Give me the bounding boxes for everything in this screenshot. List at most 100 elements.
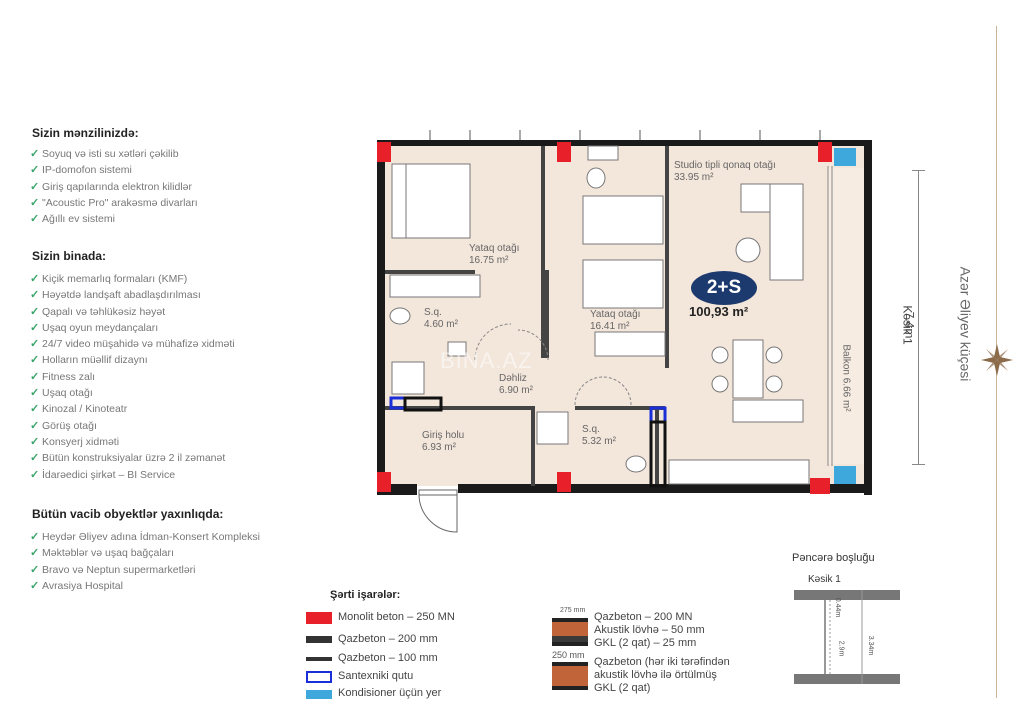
- building_features-item: ✓Kiçik memarlıq formaları (KMF): [30, 271, 235, 287]
- window-dim-2: 2.9m: [837, 640, 845, 657]
- check-icon: ✓: [30, 289, 40, 302]
- outer-walls: [377, 140, 872, 495]
- building_features-item: ✓Həyətdə landşaft abadlaşdırılması: [30, 287, 235, 303]
- apartment_features-item: ✓Soyuq və isti su xətləri çəkilib: [30, 146, 198, 162]
- check-icon: ✓: [30, 419, 40, 432]
- section-mark-label: Kəsik 1: [900, 305, 915, 345]
- legend-label-ac: Kondisioner üçün yer: [338, 687, 442, 699]
- legend-swatch-gasbeton-100: [306, 657, 332, 661]
- check-icon: ✓: [30, 452, 40, 465]
- check-icon: ✓: [30, 164, 40, 177]
- check-icon: ✓: [30, 531, 40, 543]
- check-icon: ✓: [30, 305, 40, 318]
- building_features-item-label: Fitness zalı: [42, 370, 96, 383]
- building_features-item-label: Kinozal / Kinoteatr: [42, 403, 128, 416]
- building_features-item-label: Qapalı və təhlükəsiz həyət: [42, 305, 166, 318]
- building_features-item-label: Həyətdə landşaft abadlaşdırılması: [42, 289, 201, 302]
- nearby-item-label: Avrasiya Hospital: [42, 579, 123, 592]
- apartment_features-item: ✓Ağıllı ev sistemi: [30, 211, 198, 227]
- check-icon: ✓: [30, 547, 40, 560]
- inner-walls: [385, 146, 669, 486]
- street-name: Azər Əliyev küçəsi: [957, 266, 974, 382]
- building-features-list: ✓Kiçik memarlıq formaları (KMF)✓Həyətdə …: [30, 271, 235, 483]
- building-features-title: Sizin binada:: [32, 249, 107, 263]
- check-icon: ✓: [30, 387, 40, 400]
- window-dim-3: 3.34m: [867, 635, 875, 656]
- door-swings: [474, 323, 632, 406]
- balcony-floor: [828, 168, 864, 464]
- check-icon: ✓: [30, 370, 40, 383]
- building_features-item: ✓İdarəedici şirkət – BI Service: [30, 467, 235, 483]
- check-icon: ✓: [30, 403, 40, 416]
- entrance-door: [418, 489, 458, 533]
- window-section-label: Kəsik 1: [808, 574, 841, 585]
- nearby-item-label: Məktəblər və uşaq bağçaları: [42, 547, 174, 560]
- check-icon: ✓: [30, 563, 40, 576]
- legend-label-santexnika: Santexniki qutu: [338, 670, 414, 682]
- building_features-item: ✓Uşaq otağı: [30, 385, 235, 401]
- building_features-item: ✓Qapalı və təhlükəsiz həyət: [30, 304, 235, 320]
- apartment_features-item: ✓IP-domofon sistemi: [30, 162, 198, 178]
- nearby-item-label: Heydər Əliyev adına İdman-Konsert Komple…: [42, 531, 260, 543]
- building_features-item: ✓Fitness zalı: [30, 369, 235, 385]
- nearby-item: ✓Heydər Əliyev adına İdman-Konsert Kompl…: [30, 529, 260, 545]
- total-area: 100,93 m²: [689, 304, 749, 319]
- apartment-type-badge: 2+S: [691, 271, 757, 305]
- building_features-item-label: Bütün konstruksiyalar üzrə 2 il zəmanət: [42, 452, 226, 465]
- nearby-item: ✓Bravo və Neptun supermarketləri: [30, 562, 260, 578]
- apartment-features-list: ✓Soyuq və isti su xətləri çəkilib✓IP-dom…: [30, 146, 198, 227]
- wall-type-2-swatch: [552, 662, 588, 690]
- legend-swatch-santexnika: [306, 671, 332, 683]
- building_features-item-label: 24/7 video müşahidə və mühafizə xidməti: [42, 338, 235, 351]
- apartment_features-item: ✓Giriş qapılarında elektron kilidlər: [30, 179, 198, 195]
- room-label-balcony: Balkon 6.66 m²: [840, 344, 852, 412]
- check-icon: ✓: [30, 435, 40, 448]
- wall-type-1-swatch: [552, 618, 588, 646]
- apartment_features-item-label: Ağıllı ev sistemi: [42, 213, 115, 226]
- legend-label-gasbeton-200: Qazbeton – 200 mm: [338, 633, 438, 645]
- furniture: [389, 145, 810, 485]
- apartment_features-item-label: IP-domofon sistemi: [42, 164, 132, 177]
- nearby-title: Bütün vacib obyektlər yaxınlıqda:: [32, 507, 224, 521]
- room-label-bath-1: S.q.4.60 m²: [424, 307, 458, 330]
- balcony-glazing: [827, 166, 833, 466]
- check-icon: ✓: [30, 196, 40, 209]
- nearby-list: ✓Heydər Əliyev adına İdman-Konsert Kompl…: [30, 529, 260, 594]
- nearby-item: ✓Avrasiya Hospital: [30, 578, 260, 594]
- top-window-ticks: [429, 130, 821, 140]
- apartment_features-item-label: "Acoustic Pro" arakəsmə divarları: [42, 196, 198, 209]
- building_features-item-label: Uşaq otağı: [42, 387, 93, 400]
- building_features-item-label: İdarəedici şirkət – BI Service: [42, 468, 176, 481]
- check-icon: ✓: [30, 273, 40, 285]
- building_features-item: ✓24/7 video müşahidə və mühafizə xidməti: [30, 336, 235, 352]
- check-icon: ✓: [30, 579, 40, 592]
- window-dim-1: 0.44m: [834, 597, 842, 618]
- nearby-item: ✓Məktəblər və uşaq bağçaları: [30, 545, 260, 561]
- building_features-item-label: Kiçik memarlıq formaları (KMF): [42, 273, 188, 285]
- ac-spots: [834, 148, 856, 484]
- dimension-tick-bottom: [912, 464, 925, 465]
- monolith-columns: [377, 142, 832, 494]
- building_features-item: ✓Görüş otağı: [30, 418, 235, 434]
- building_features-item: ✓Holların müəllif dizaynı: [30, 352, 235, 368]
- building_features-item: ✓Kinozal / Kinoteatr: [30, 401, 235, 417]
- watermark: BINA.AZ: [440, 348, 533, 373]
- building_features-item: ✓Bütün konstruksiyalar üzrə 2 il zəmanət: [30, 450, 235, 466]
- compass-ornament-icon: [981, 344, 1013, 376]
- wall-type-2-description: Qazbeton (hər iki tərəfindən akustik löv…: [594, 656, 730, 694]
- dimension-tick-top: [912, 170, 925, 171]
- check-icon: ✓: [30, 354, 40, 367]
- wall-type-2-thickness: 250 mm: [552, 650, 585, 660]
- check-icon: ✓: [30, 148, 40, 160]
- nearby-item-label: Bravo və Neptun supermarketləri: [42, 563, 196, 576]
- building_features-item: ✓Konsyerj xidməti: [30, 434, 235, 450]
- building_features-item-label: Uşaq oyun meydançaları: [42, 321, 159, 334]
- apartment_features-item-label: Soyuq və isti su xətləri çəkilib: [42, 148, 179, 160]
- legend-title: Şərti işarələr:: [330, 589, 401, 601]
- legend-swatch-monolith: [306, 612, 332, 624]
- check-icon: ✓: [30, 338, 40, 351]
